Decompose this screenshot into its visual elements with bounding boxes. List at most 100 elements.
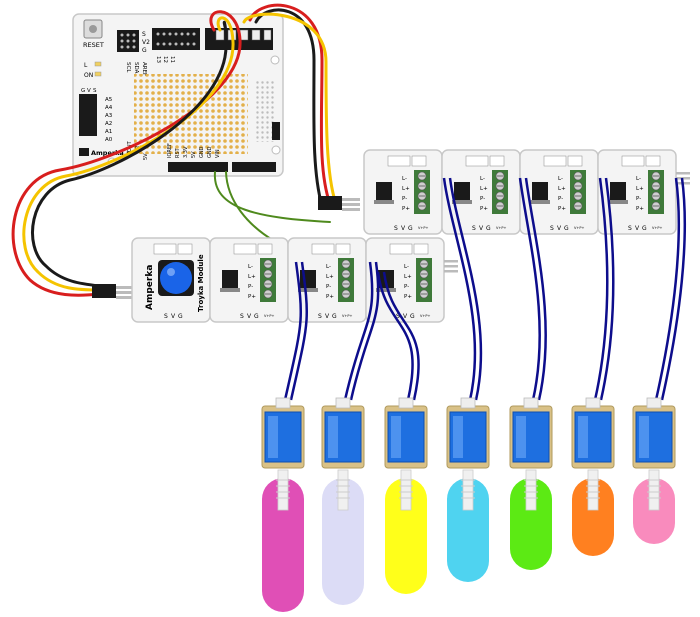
terminal-label: P+ bbox=[326, 294, 334, 300]
terminal-label: P- bbox=[248, 284, 253, 290]
mosfet-chip bbox=[454, 182, 470, 200]
power-pin-5v: 5V bbox=[191, 151, 197, 158]
mosfet-pin-label: G bbox=[410, 313, 415, 320]
mosfet-power-label: V+P+ bbox=[496, 226, 506, 230]
mosfet-pin-label: V bbox=[247, 313, 252, 320]
mosfet-pin-label: G bbox=[254, 313, 259, 320]
terminal-label: P+ bbox=[480, 206, 488, 212]
solenoid-wire bbox=[518, 177, 541, 401]
solenoid-wire bbox=[654, 177, 681, 401]
amperka-logo bbox=[79, 148, 89, 156]
connector-button bbox=[92, 284, 134, 299]
liquid-tube bbox=[262, 478, 304, 612]
side-label-v: V bbox=[87, 88, 91, 94]
terminal-label: P+ bbox=[248, 294, 256, 300]
power-pin-ioref: IOREF bbox=[167, 143, 173, 158]
solenoid-valve bbox=[384, 397, 428, 594]
cable-yellow-upper bbox=[242, 12, 338, 206]
analog-label-a4: A4 bbox=[105, 105, 113, 111]
side-label-g: G bbox=[81, 88, 85, 94]
terminal-label: P+ bbox=[402, 206, 410, 212]
led-l bbox=[94, 61, 102, 67]
terminal-label: P- bbox=[326, 284, 331, 290]
solenoid-valve bbox=[261, 397, 305, 612]
analog-label-a5: A5 bbox=[105, 97, 113, 103]
terminal-label: P+ bbox=[636, 206, 644, 212]
analog-label-a0: A0 bbox=[105, 137, 113, 143]
mosfet-pin-label: G bbox=[564, 225, 569, 232]
mosfet-power-label: V+P+ bbox=[420, 314, 430, 318]
terminal-label: P- bbox=[636, 196, 641, 202]
liquid-tube bbox=[447, 478, 489, 582]
led-label-l: L bbox=[84, 62, 88, 69]
terminal-label: P- bbox=[404, 284, 409, 290]
terminal-label: L+ bbox=[402, 186, 410, 192]
mosfet-power-label: V+P+ bbox=[418, 226, 428, 230]
terminal-label: L- bbox=[480, 176, 485, 182]
mosfet-pin-label: S bbox=[550, 225, 554, 232]
solenoid-wire bbox=[343, 261, 374, 401]
power-pin-vin: VIN bbox=[215, 149, 221, 158]
button-pin-g: G bbox=[178, 313, 183, 320]
led-label-on: ON bbox=[84, 72, 93, 79]
terminal-label: P- bbox=[558, 196, 563, 202]
cable-yellow-button bbox=[22, 16, 235, 292]
svg-label-s: S bbox=[142, 31, 146, 38]
terminal-label: L- bbox=[558, 176, 563, 182]
side-label-s: S bbox=[93, 88, 97, 94]
power-pin-3v3: 3.3V bbox=[183, 146, 189, 158]
header-digital-left bbox=[152, 28, 200, 50]
power-pin-gnd2: GND bbox=[207, 146, 213, 158]
header-analog-bottom bbox=[232, 162, 276, 172]
analog-label-a1: A1 bbox=[105, 129, 112, 135]
terminal-label: P- bbox=[480, 196, 485, 202]
solenoid-wire bbox=[593, 177, 609, 401]
terminal-label: L+ bbox=[248, 274, 256, 280]
solenoid-wire bbox=[599, 177, 615, 401]
mosfet-chip bbox=[376, 182, 392, 200]
mosfet-pin-label: G bbox=[486, 225, 491, 232]
liquid-tube bbox=[633, 478, 675, 544]
mosfet-pin-label: S bbox=[394, 225, 398, 232]
terminal-label: P- bbox=[402, 196, 407, 202]
push-button[interactable] bbox=[158, 260, 194, 296]
mosfet-pin-label: S bbox=[628, 225, 632, 232]
button-module-brand: Amperka bbox=[145, 265, 155, 310]
mosfet-pin-label: S bbox=[396, 313, 400, 320]
reset-label: RESET bbox=[83, 41, 104, 49]
button-pin-v: V bbox=[171, 313, 176, 320]
solenoid-valve bbox=[632, 397, 676, 544]
terminal-label: L+ bbox=[636, 186, 644, 192]
solenoid-valve bbox=[446, 397, 490, 582]
mosfet-power-label: V+P+ bbox=[342, 314, 352, 318]
mosfet-chip bbox=[532, 182, 548, 200]
terminal-label: L- bbox=[326, 264, 331, 270]
solenoid-wire bbox=[283, 261, 303, 401]
pin-label-11: 11 bbox=[169, 56, 175, 63]
power-pin-gnd1: GND bbox=[199, 146, 205, 158]
mosfet-pin-label: V bbox=[401, 225, 406, 232]
solenoid-valve bbox=[571, 397, 615, 556]
liquid-tube bbox=[572, 478, 614, 556]
mosfet-pin-label: S bbox=[318, 313, 322, 320]
reset-button[interactable] bbox=[83, 19, 103, 39]
mosfet-pin-label: V bbox=[557, 225, 562, 232]
mosfet-pin-label: V bbox=[479, 225, 484, 232]
liquid-tube bbox=[322, 478, 364, 605]
terminal-label: L+ bbox=[326, 274, 334, 280]
solenoid-wire bbox=[660, 177, 687, 401]
solenoid-valve bbox=[321, 397, 365, 605]
header-power bbox=[168, 162, 228, 172]
cable-red-upper bbox=[248, 3, 332, 206]
pin-label-scl: SCL bbox=[125, 62, 131, 73]
terminal-label: L+ bbox=[404, 274, 412, 280]
mosfet-pin-label: S bbox=[472, 225, 476, 232]
analog-label-a2: A2 bbox=[105, 121, 112, 127]
pin-label-13: 13 bbox=[155, 56, 161, 63]
solenoid-wires bbox=[283, 177, 687, 401]
terminal-label: L- bbox=[404, 264, 409, 270]
button-pin-s: S bbox=[164, 313, 168, 320]
